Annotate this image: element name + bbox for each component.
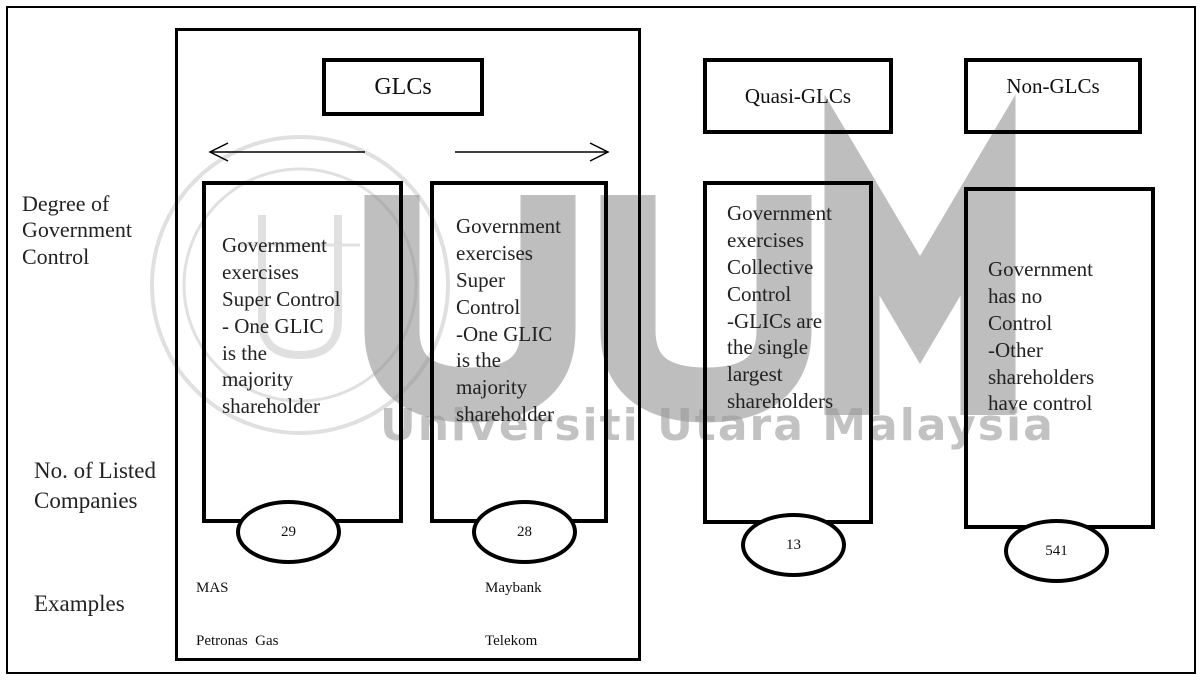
glcs-left-example-1: MAS bbox=[196, 580, 229, 596]
quasi-glcs-title: Quasi-GLCs bbox=[744, 83, 852, 108]
glcs-group-box bbox=[175, 28, 641, 661]
glcs-title: GLCs bbox=[374, 73, 432, 100]
glcs-right-description: Government exercises Super Control -One … bbox=[456, 214, 561, 427]
glcs-right-count-oval: 28 bbox=[472, 500, 577, 564]
non-glcs-title: Non-GLCs bbox=[1006, 74, 1100, 98]
quasi-glcs-title-box: Quasi-GLCs bbox=[703, 58, 893, 134]
quasi-glcs-count-oval: 13 bbox=[741, 513, 846, 577]
glcs-right-count: 28 bbox=[517, 523, 532, 540]
non-glcs-description: Government has no Control -Other shareho… bbox=[988, 257, 1095, 416]
non-glcs-count: 541 bbox=[1045, 542, 1068, 559]
glcs-right-example-1: Maybank bbox=[485, 580, 542, 596]
glcs-left-description: Government exercises Super Control - One… bbox=[222, 233, 341, 419]
glcs-left-count-oval: 29 bbox=[236, 500, 341, 564]
glcs-right-example-2: Telekom bbox=[485, 633, 538, 649]
row-label-count: No. of Listed Companies bbox=[34, 458, 157, 513]
row-label-examples: Examples bbox=[34, 591, 125, 616]
quasi-glcs-count: 13 bbox=[786, 536, 801, 553]
non-glcs-count-oval: 541 bbox=[1004, 519, 1109, 583]
diagram-frame bbox=[6, 6, 1196, 674]
glcs-left-example-2: Petronas Gas bbox=[196, 633, 279, 649]
row-label-degree: Degree of Government Control bbox=[22, 191, 132, 269]
glcs-title-box: GLCs bbox=[322, 58, 484, 116]
right-arrow-head-icon bbox=[589, 142, 610, 162]
glcs-left-count: 29 bbox=[281, 523, 296, 540]
quasi-glcs-description: Government exercises Collective Control … bbox=[727, 201, 834, 414]
left-arrow-head-icon bbox=[208, 142, 229, 162]
non-glcs-title-box: Non-GLCs bbox=[964, 58, 1142, 134]
